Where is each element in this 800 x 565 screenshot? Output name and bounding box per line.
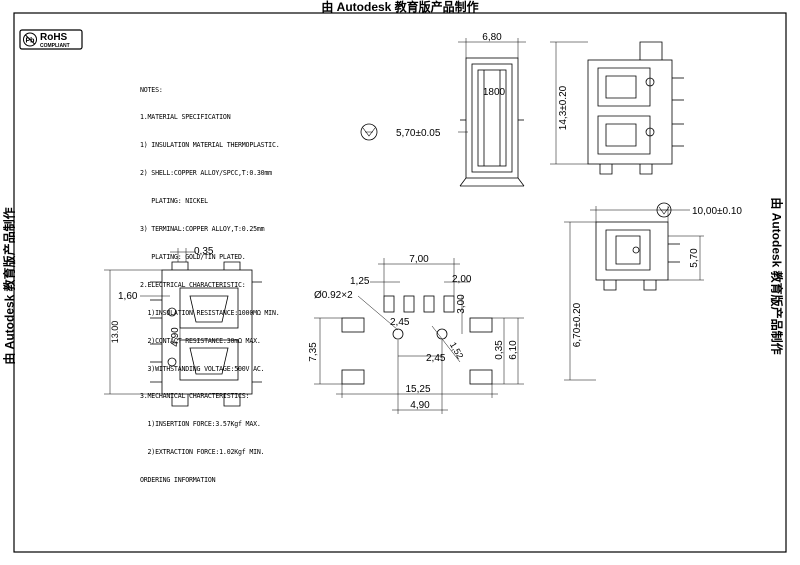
rohs-main: RoHS: [40, 32, 68, 43]
dim-side-height: 14,3±0.20: [558, 85, 569, 130]
dim-pcb-diag: 1,52: [448, 340, 465, 360]
notes-block: NOTES: 1.MATERIAL SPECIFICATION 1) INSUL…: [140, 67, 280, 504]
top-view: 0,35 1,60 4,90 13.00: [104, 246, 262, 407]
notes-line: 2)CONTACT RESISTANCE:30mΩ MAX.: [140, 336, 261, 345]
notes-line: PLATING: GOLD/TIN PLATED.: [140, 252, 246, 261]
notes-line: 1) INSULATION MATERIAL THERMOPLASTIC.: [140, 141, 280, 150]
dim-top-edge: 1,60: [118, 291, 138, 302]
dim-front-width: 6,80: [482, 32, 502, 43]
notes-line: 3)WITHSTANDING VOLTAGE:500V AC.: [140, 364, 265, 373]
dim-pcb-735: 7,35: [308, 342, 319, 362]
notes-line: NOTES:: [140, 85, 163, 94]
notes-line: PLATING: NICKEL: [140, 197, 208, 206]
dim-pcb-490: 4,90: [410, 400, 430, 411]
notes-line: 3.MECHANICAL CHARACTERISTICS:: [140, 392, 250, 401]
dim-front-offset: 5,70±0.05: [396, 128, 441, 139]
side-view-2: 10,00±0.10 5,70 6,70±0.20: [564, 202, 742, 381]
dim-pcb-245a: 2,45: [390, 317, 410, 328]
notes-line: 3) TERMINAL:COPPER ALLOY,T:0.25mm: [140, 225, 265, 234]
front-view: 6,80 1800 5,70±0.05: [360, 32, 526, 187]
dim-pcb-300: 3,00: [456, 294, 467, 314]
dim-pcb-width: 7,00: [409, 254, 429, 265]
dim-pcb-610: 6,10: [508, 340, 519, 360]
sheet-border: [13, 12, 787, 553]
rohs-logo: Pb RoHS COMPLIANT: [19, 29, 83, 50]
side-view: 14,3±0.20: [550, 41, 684, 175]
dim-front-label: 1800: [483, 87, 506, 98]
dim-pcb-hole: Ø0.92×2: [314, 290, 353, 301]
pcb-footprint: 7,00 1,25 2,00 Ø0.92×2 2,45 3,00 1,52 2,…: [308, 254, 524, 414]
dim-top-pitch: 0,35: [194, 246, 214, 257]
notes-line: 1.MATERIAL SPECIFICATION: [140, 113, 231, 122]
notes-line: 2)EXTRACTION FORCE:1.02Kgf MIN.: [140, 448, 265, 457]
dim-top-length: 13.00: [110, 321, 120, 344]
svg-text:Pb: Pb: [26, 38, 35, 45]
notes-line: ORDERING INFORMATION: [140, 476, 216, 485]
dim-side2-width: 10,00±0.10: [692, 206, 742, 217]
rohs-sub: COMPLIANT: [40, 43, 70, 49]
notes-line: 2.ELECTRICAL CHARACTERISTIC:: [140, 280, 246, 289]
dim-pcb-pitch1: 1,25: [350, 276, 370, 287]
notes-line: 1)INSULATION RESISTANCE:1000MΩ MIN.: [140, 308, 280, 317]
dim-top-inner: 4,90: [170, 327, 181, 347]
dim-pcb-pitch2: 2,00: [452, 274, 472, 285]
dim-pcb-035: 0,35: [494, 340, 505, 360]
dim-pcb-1525: 15,25: [405, 384, 430, 395]
notes-line: 2) SHELL:COPPER ALLOY/SPCC,T:0.30mm: [140, 169, 272, 178]
title-top: 由 Autodesk 教育版产品制作: [321, 0, 479, 14]
notes-line: 1)INSERTION FORCE:3.57Kgf MAX.: [140, 420, 261, 429]
dim-pcb-245b: 2,45: [426, 353, 446, 364]
dim-side2-height: 6,70±0.20: [572, 302, 583, 347]
dim-side2-offset: 5,70: [689, 248, 700, 268]
